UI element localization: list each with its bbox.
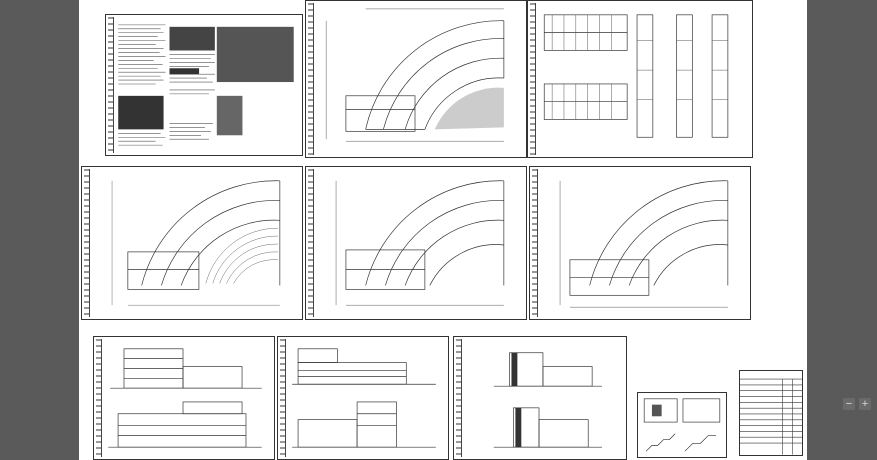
drawing-floor-plan-b[interactable] <box>81 166 303 320</box>
stair-linework <box>643 398 721 452</box>
elevation-linework <box>292 348 436 448</box>
plan-linework <box>559 180 729 308</box>
title-strip <box>530 3 536 155</box>
drawing-stair-details[interactable] <box>637 392 727 458</box>
title-strip <box>308 169 314 317</box>
title-strip <box>532 169 538 317</box>
drawing-floor-plan-d[interactable] <box>529 166 751 320</box>
title-strip <box>280 339 286 457</box>
plan-linework <box>335 180 505 306</box>
section-linework <box>493 352 602 448</box>
plan-linework <box>111 180 281 306</box>
drawing-elevation-details[interactable] <box>527 0 753 158</box>
title-strip <box>108 17 114 153</box>
title-strip <box>308 3 314 155</box>
drawing-index-table[interactable] <box>739 370 803 456</box>
elevation-linework <box>108 348 262 448</box>
drawing-ground-floor-plan-a[interactable] <box>305 0 527 158</box>
drawing-notes-sheet[interactable] <box>105 14 303 156</box>
details-linework <box>543 14 729 138</box>
plan-linework <box>325 8 505 142</box>
drawing-floor-plan-c[interactable] <box>305 166 527 320</box>
drawing-sheet <box>79 0 807 460</box>
zoom-in-button[interactable]: + <box>859 398 871 410</box>
minus-icon: − <box>845 398 853 410</box>
zoom-controls: − + <box>843 398 871 410</box>
notes-lines <box>118 24 294 146</box>
drawing-elevations-a[interactable] <box>93 336 275 460</box>
plus-icon: + <box>861 398 869 410</box>
title-strip <box>456 339 462 457</box>
title-strip <box>84 169 90 317</box>
drawing-elevations-b[interactable] <box>277 336 449 460</box>
index-table-lines <box>740 378 802 455</box>
title-strip <box>96 339 102 457</box>
zoom-out-button[interactable]: − <box>843 398 855 410</box>
drawing-sections[interactable] <box>453 336 627 460</box>
